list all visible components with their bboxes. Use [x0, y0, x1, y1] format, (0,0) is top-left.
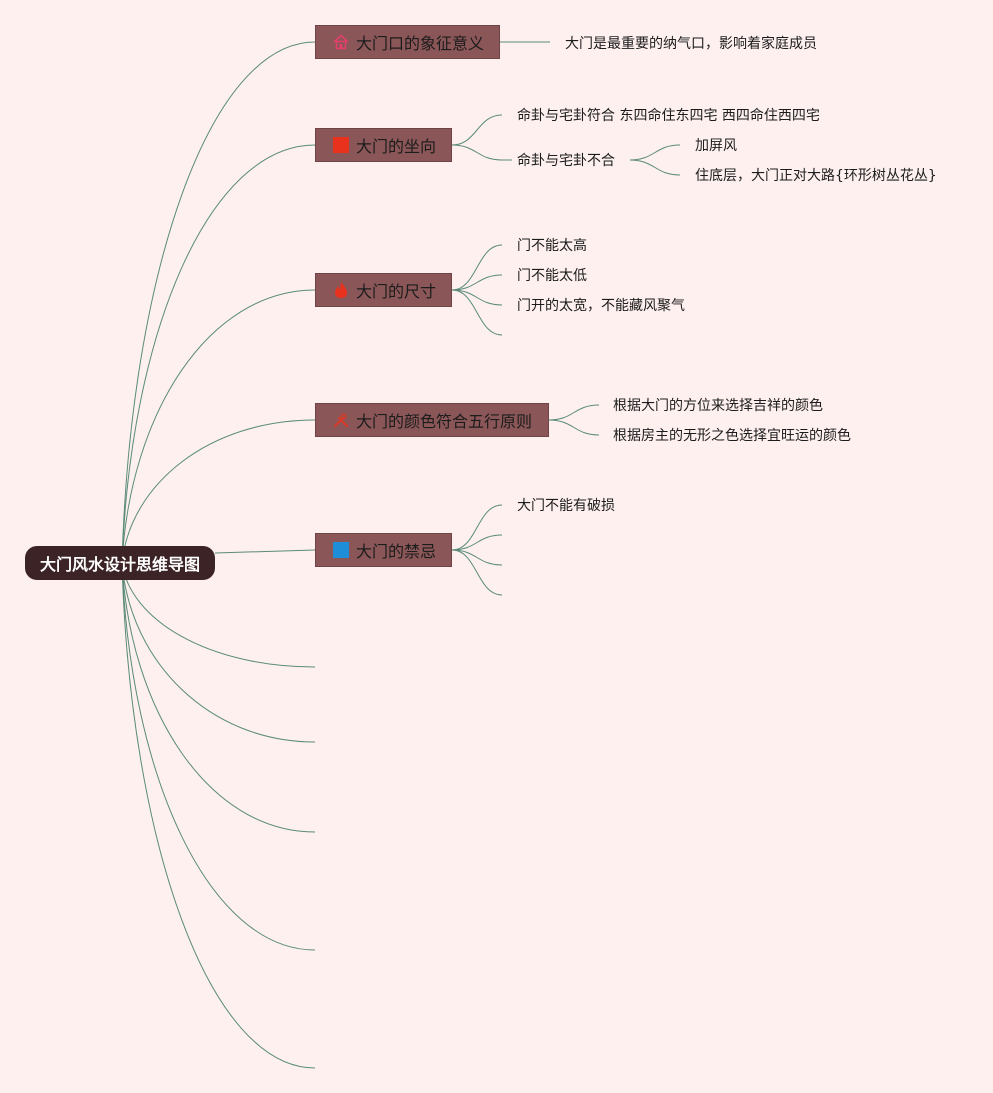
branch-color[interactable]: 大门的颜色符合五行原则 — [315, 403, 549, 437]
root-connector — [121, 562, 316, 1069]
tools-icon — [332, 411, 350, 429]
root-connector — [214, 549, 316, 554]
leaf-text: 加屏风 — [695, 138, 737, 154]
branch-connector — [451, 274, 503, 291]
leaf-text: 门不能太高 — [517, 238, 587, 254]
branch-connector — [451, 504, 503, 551]
branch-connector — [451, 289, 503, 306]
branch-connector — [451, 549, 503, 566]
root-connector — [121, 562, 316, 668]
leaf-text: 根据房主的无形之色选择宜旺运的颜色 — [613, 428, 851, 444]
leaf-text: 住底层，大门正对大路{环形树丛花丛} — [695, 168, 937, 184]
root-connector — [121, 41, 316, 564]
root-connector — [121, 419, 316, 564]
leaf-text: 大门是最重要的纳气口，影响着家庭成员 — [565, 36, 817, 52]
branch-connector — [451, 244, 503, 291]
branch-connector — [451, 144, 503, 161]
red-square-icon — [332, 136, 350, 154]
leaf-text: 门不能太低 — [517, 268, 587, 284]
house-icon — [332, 33, 350, 51]
branch-taboo[interactable]: 大门的禁忌 — [315, 533, 452, 567]
root-node[interactable]: 大门风水设计思维导图 — [25, 546, 215, 580]
root-connector — [121, 289, 316, 564]
branch-label: 大门的禁忌 — [356, 542, 437, 561]
fire-icon — [332, 281, 350, 299]
branch-connector — [629, 144, 681, 161]
branch-connector — [548, 419, 600, 436]
root-connector — [121, 562, 316, 743]
branch-connector — [451, 534, 503, 551]
branch-connector — [548, 404, 600, 421]
branch-connector — [451, 289, 503, 336]
branch-size[interactable]: 大门的尺寸 — [315, 273, 452, 307]
branch-orientation[interactable]: 大门的坐向 — [315, 128, 452, 162]
branch-connector — [451, 549, 503, 596]
leaf-text: 门开的太宽，不能藏风聚气 — [517, 298, 685, 314]
branch-label: 大门的坐向 — [356, 137, 437, 156]
branch-connector — [451, 114, 503, 146]
leaf-text: 根据大门的方位来选择吉祥的颜色 — [613, 398, 823, 414]
root-connector — [121, 562, 316, 951]
branch-symbolism[interactable]: 大门口的象征意义 — [315, 25, 500, 59]
branch-label: 大门口的象征意义 — [356, 34, 485, 53]
leaf-text: 命卦与宅卦不合 — [517, 153, 615, 169]
root-connector — [121, 144, 316, 564]
branch-label: 大门的尺寸 — [356, 282, 437, 301]
root-connector — [121, 562, 316, 833]
branch-label: 大门的颜色符合五行原则 — [356, 412, 533, 431]
leaf-text: 命卦与宅卦符合 东四命住东四宅 西四命住西四宅 — [517, 108, 820, 124]
root-label: 大门风水设计思维导图 — [39, 555, 200, 574]
branch-connector — [629, 159, 681, 176]
blue-square-icon — [332, 541, 350, 559]
leaf-text: 大门不能有破损 — [517, 498, 615, 514]
